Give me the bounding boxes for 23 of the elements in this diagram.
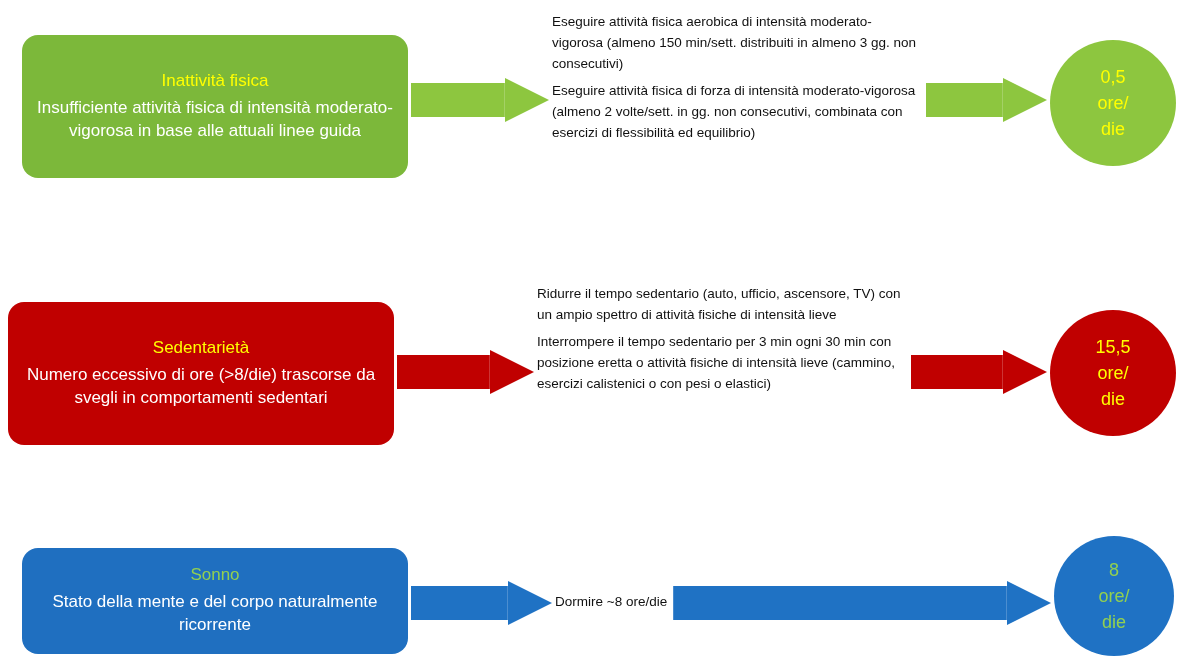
block-arrow — [411, 580, 552, 626]
block-arrow — [926, 77, 1047, 123]
card-title: Inattività fisica — [161, 70, 269, 91]
category-card — [22, 548, 408, 654]
block-arrow — [911, 349, 1047, 395]
card-description: Insufficiente attività fisica di intensità moderato-vigorosa in base alle attuali linee guida — [36, 96, 394, 142]
category-card — [8, 302, 394, 445]
category-card — [22, 35, 408, 178]
recommendation-text: Eseguire attività fisica aerobica di intensità moderato-vigorosa (almeno 150 min/sett. distribuiti in almeno 3 gg. non consecutivi) — [552, 13, 917, 73]
hours-value: 15,5 ore/ die — [1094, 335, 1132, 412]
recommendation-text: Dormire ~8 ore/die — [555, 593, 668, 611]
card-title: Sonno — [190, 565, 240, 586]
block-arrow — [411, 77, 549, 123]
recommendation-text: Interrompere il tempo sedentario per 3 min ogni 30 min con posizione eretta o attività fisiche di intensità lieve (cammino, esercizi calistenici o con pesi o elastici) — [537, 332, 896, 393]
card-description: Numero eccessivo di ore (>8/die) trascorse da svegli in comportamenti sedentari — [25, 363, 377, 409]
card-title: Sedentarietà — [152, 337, 250, 358]
recommendation-text: Ridurre il tempo sedentario (auto, ufficio, ascensore, TV) con un ampio spettro di attività fisiche di intensità lieve — [537, 285, 902, 324]
hours-value: 0,5 ore/ die — [1096, 65, 1130, 142]
hours-value: 8 ore/ die — [1097, 558, 1131, 635]
recommendation-text: Eseguire attività fisica di forza di intensità moderato-vigorosa (almeno 2 volte/sett. in gg. non consecutivi, combinata con esercizi di flessibilità ed equilibrio) — [552, 81, 917, 142]
block-arrow — [673, 580, 1051, 626]
card-description: Stato della mente e del corpo naturalmente ricorrente — [51, 591, 379, 636]
block-arrow — [397, 349, 534, 395]
